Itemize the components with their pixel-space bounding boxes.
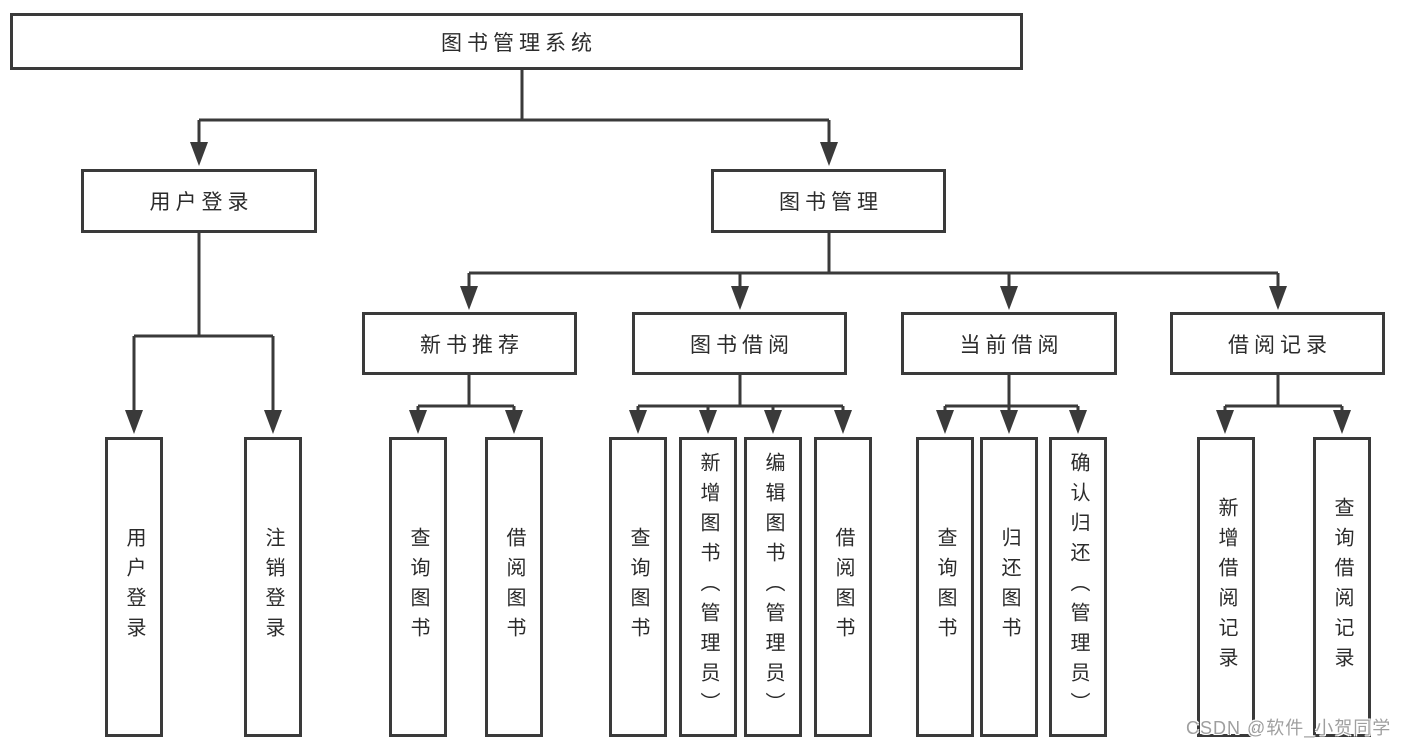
node-user-login-label: 用户登录 [149,191,254,214]
leaf-logout: 注销登录 [244,437,302,737]
leaf-query-books-current: 查询图书 [916,437,974,737]
leaf-query-books-borrow-label: 查询图书 [627,527,649,647]
connector-bookborrow-to-leaves [629,375,852,434]
node-book-management: 图书管理 [711,169,946,233]
connector-userlogin-to-leaves [125,233,282,434]
connector-bookmgmt-to-level3 [460,233,1287,310]
connector-newbook-to-leaves [409,375,523,434]
leaf-query-books-borrow: 查询图书 [609,437,667,737]
node-current-borrow: 当前借阅 [901,312,1117,375]
connector-root-to-level2 [190,70,838,166]
node-borrow-record: 借阅记录 [1170,312,1385,375]
node-book-borrow: 图书借阅 [632,312,847,375]
leaf-user-login-label: 用户登录 [123,527,145,647]
node-borrow-record-label: 借阅记录 [1228,333,1332,357]
node-book-borrow-label: 图书借阅 [690,333,794,357]
leaf-add-book-admin-label: 新增图书（管理员） [697,452,719,722]
leaf-add-book-admin: 新增图书（管理员） [679,437,737,737]
node-new-book-recommend: 新书推荐 [362,312,577,375]
node-book-management-label: 图书管理 [779,191,883,214]
node-new-book-recommend-label: 新书推荐 [420,333,524,357]
leaf-borrow-books: 借阅图书 [814,437,872,737]
leaf-borrow-books-recommend: 借阅图书 [485,437,543,737]
leaf-logout-label: 注销登录 [262,527,284,647]
leaf-user-login: 用户登录 [105,437,163,737]
leaf-confirm-return-admin-label: 确认归还（管理员） [1067,452,1089,722]
leaf-return-book: 归还图书 [980,437,1038,737]
leaf-query-borrow-record-label: 查询借阅记录 [1331,497,1353,677]
leaf-borrow-books-label: 借阅图书 [832,527,854,647]
leaf-query-books-recommend: 查询图书 [389,437,447,737]
node-library-system-label: 图书管理系统 [441,31,597,55]
leaf-query-books-current-label: 查询图书 [934,527,956,647]
leaf-borrow-books-recommend-label: 借阅图书 [503,527,525,647]
leaf-query-borrow-record: 查询借阅记录 [1313,437,1371,737]
node-library-system: 图书管理系统 [10,13,1023,70]
csdn-watermark: CSDN @软件_小贺同学 [1186,718,1392,738]
leaf-edit-book-admin-label: 编辑图书（管理员） [762,452,784,722]
leaf-add-borrow-record-label: 新增借阅记录 [1215,497,1237,677]
leaf-add-borrow-record: 新增借阅记录 [1197,437,1255,737]
connector-borrowrecord-to-leaves [1216,375,1351,434]
leaf-confirm-return-admin: 确认归还（管理员） [1049,437,1107,737]
node-current-borrow-label: 当前借阅 [959,333,1064,357]
connector-currentborrow-to-leaves [936,375,1087,434]
node-user-login: 用户登录 [81,169,317,233]
leaf-query-books-recommend-label: 查询图书 [407,527,429,647]
leaf-return-book-label: 归还图书 [998,527,1020,647]
leaf-edit-book-admin: 编辑图书（管理员） [744,437,802,737]
